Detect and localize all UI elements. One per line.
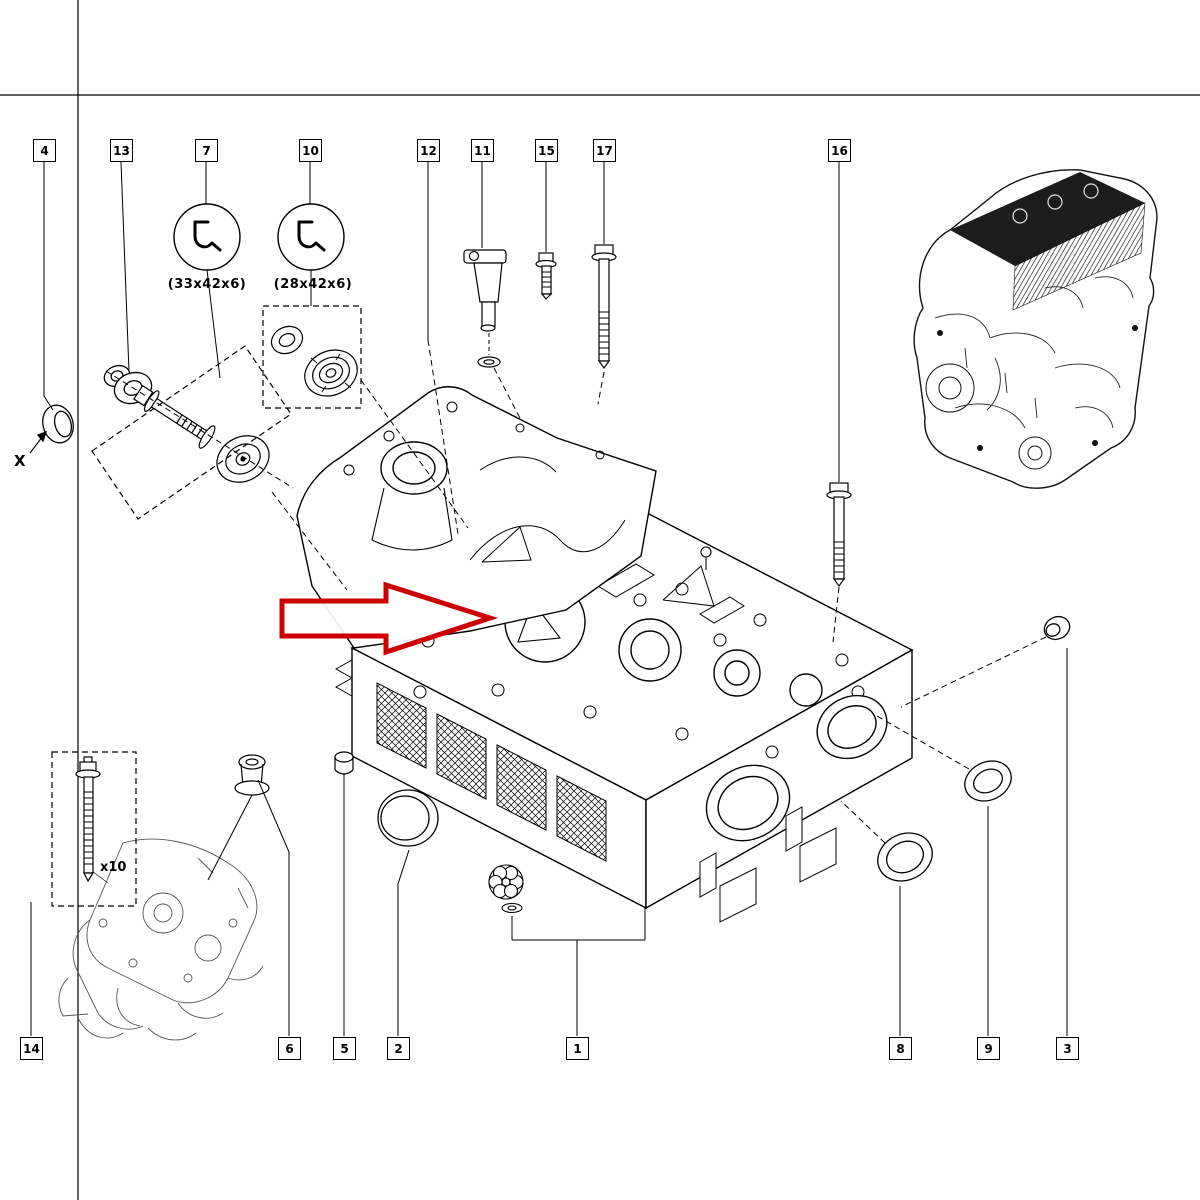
part-9-seal-ring [964,760,1012,802]
tensioner-bolt-assembly [133,384,270,483]
view-marker-label: X [14,452,26,470]
callout-5: 5 [333,1037,356,1060]
part-14-head-bolt [75,756,101,883]
part-10-seal-detail [277,203,345,271]
callout-6: 6 [278,1037,301,1060]
part-8-seal-ring [877,832,933,882]
cylinder-head [334,497,914,923]
part-6-valve-stem-seal [207,754,270,881]
callout-10: 10 [299,139,322,162]
callout-8: 8 [889,1037,912,1060]
callout-3: 3 [1056,1037,1079,1060]
part-1-splined-plug [488,864,524,914]
part-17-bolt [591,244,617,370]
callout-9: 9 [977,1037,1000,1060]
part-4-cup-plug [29,404,74,454]
seal-7-dimensions-label: (33x42x6) [167,277,247,292]
bolt-quantity-label: x10 [100,860,127,875]
leader-lines [30,161,1068,1036]
part-2-round-cap [377,789,439,847]
callout-17: 17 [593,139,616,162]
callout-13: 13 [110,139,133,162]
callout-12: 12 [417,139,440,162]
part-3-small-plug [1043,615,1071,641]
dashed-leader-lines [105,339,1047,844]
engine-assembly-view [913,169,1158,489]
callout-16: 16 [828,139,851,162]
engine-block-sketch [58,838,264,1041]
part-16-bolt [826,482,852,588]
part-7-seal-detail [173,203,241,271]
highlight-arrow [279,581,499,656]
dashed-boxes [51,305,362,907]
callout-4: 4 [33,139,56,162]
part-5-small-plug [334,751,354,775]
callout-15: 15 [535,139,558,162]
part-11-sensor [463,249,507,368]
callout-11: 11 [471,139,494,162]
callout-7: 7 [195,139,218,162]
seal-and-pulley-group [270,325,358,397]
callout-2: 2 [387,1037,410,1060]
part-15-bolt [535,252,557,300]
callout-14: 14 [20,1037,43,1060]
seal-10-dimensions-label: (28x42x6) [273,277,353,292]
callout-1: 1 [566,1037,589,1060]
